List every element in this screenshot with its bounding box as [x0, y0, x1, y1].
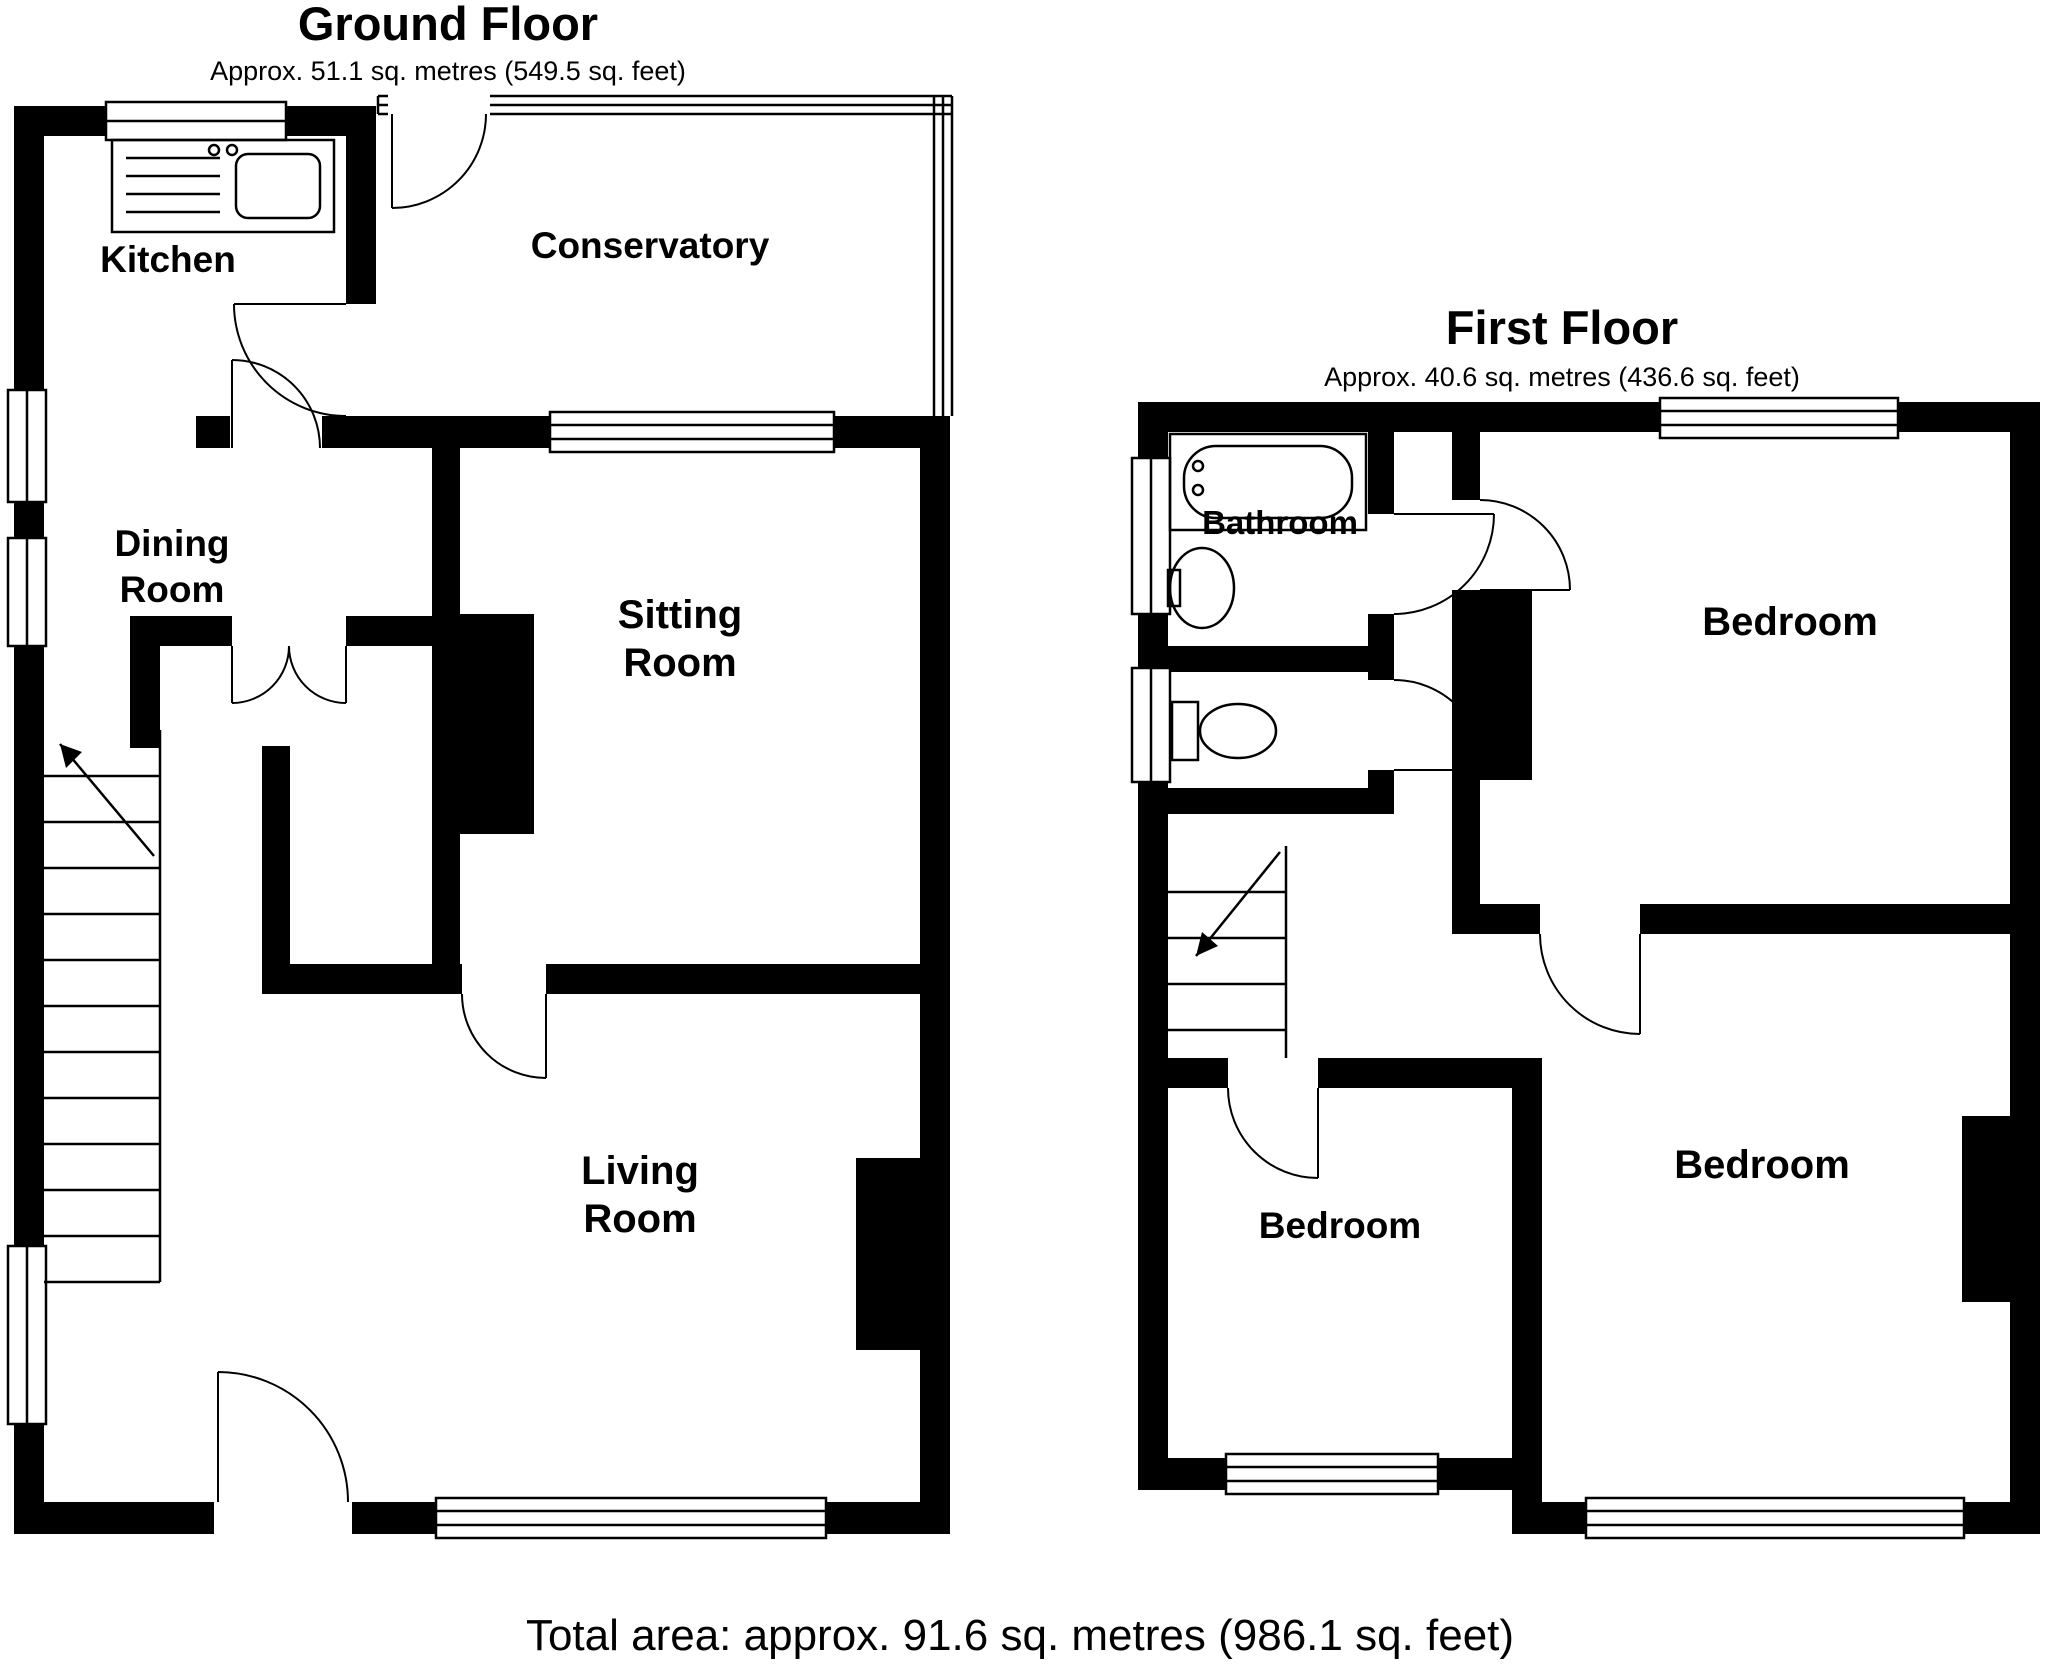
room-label-living-line2: Room	[583, 1197, 696, 1241]
room-label-conservatory: Conservatory	[531, 225, 770, 266]
first-floor-area: Approx. 40.6 sq. metres (436.6 sq. feet)	[1324, 362, 1800, 392]
door-bathroom	[1393, 513, 1495, 615]
bathtub	[1168, 432, 1368, 532]
tap-icon	[1191, 459, 1205, 473]
window	[434, 1496, 828, 1540]
ground-floor-walls	[14, 106, 950, 1534]
room-label-kitchen: Kitchen	[100, 239, 236, 280]
room-label-bedroom-bottom-right: Bedroom	[1674, 1143, 1850, 1187]
window	[548, 410, 836, 454]
door-hall-dining	[231, 359, 321, 449]
ground-floor-doors	[217, 113, 547, 1503]
first-floor-windows	[1130, 396, 1966, 1540]
room-label-bedroom-top-right: Bedroom	[1702, 600, 1878, 644]
front-door	[217, 1371, 349, 1503]
door-kitchen-conservatory	[233, 303, 347, 417]
kitchen-sink	[110, 138, 336, 234]
door-wc	[1393, 679, 1485, 771]
ground-floor-area: Approx. 51.1 sq. metres (549.5 sq. feet)	[210, 56, 686, 86]
window	[6, 536, 48, 648]
door-bedroom-bottom-right	[1539, 933, 1641, 1035]
room-label-dining-line1: Dining	[114, 523, 229, 564]
first-floor-stairs	[1168, 846, 1288, 1058]
first-floor-title: First Floor	[1446, 301, 1678, 354]
first-floor-doors	[1227, 499, 1641, 1179]
ground-floor-door-openings	[214, 92, 490, 1538]
tap-icon	[207, 143, 221, 157]
window	[1130, 456, 1172, 616]
door-conservatory	[391, 113, 487, 209]
ground-floor-title: Ground Floor	[298, 0, 598, 50]
window	[1130, 666, 1172, 784]
stairs-direction-arrow	[1196, 932, 1218, 956]
room-label-living-line1: Living	[581, 1149, 699, 1193]
window	[1224, 1452, 1440, 1496]
ground-floor-windows	[6, 100, 836, 1540]
stairs-direction-arrow	[60, 744, 82, 768]
room-label-sitting-line2: Room	[623, 641, 736, 685]
wash-basin	[1166, 546, 1236, 630]
window	[6, 1244, 48, 1426]
toilet	[1170, 700, 1278, 762]
room-label-sitting-line1: Sitting	[618, 593, 742, 637]
room-label-bathroom: Bathroom	[1202, 504, 1358, 541]
window	[6, 388, 48, 504]
tap-icon	[1191, 483, 1205, 497]
double-door-hall-left	[231, 645, 290, 704]
window	[1658, 396, 1900, 440]
tap-icon	[225, 143, 239, 157]
door-bedroom-bottom-left	[1227, 1087, 1319, 1179]
window	[104, 100, 288, 142]
ground-floor-stairs	[44, 730, 162, 1284]
room-label-bedroom-bottom-left: Bedroom	[1259, 1205, 1421, 1246]
total-area-label: Total area: approx. 91.6 sq. metres (986…	[526, 1611, 1514, 1660]
door-bedroom-top	[1479, 499, 1571, 591]
door-living-room	[461, 993, 547, 1079]
room-label-dining-line2: Room	[120, 569, 225, 610]
window	[1584, 1496, 1966, 1540]
first-floor-walls	[1138, 402, 2040, 1534]
double-door-hall-right	[288, 645, 347, 704]
